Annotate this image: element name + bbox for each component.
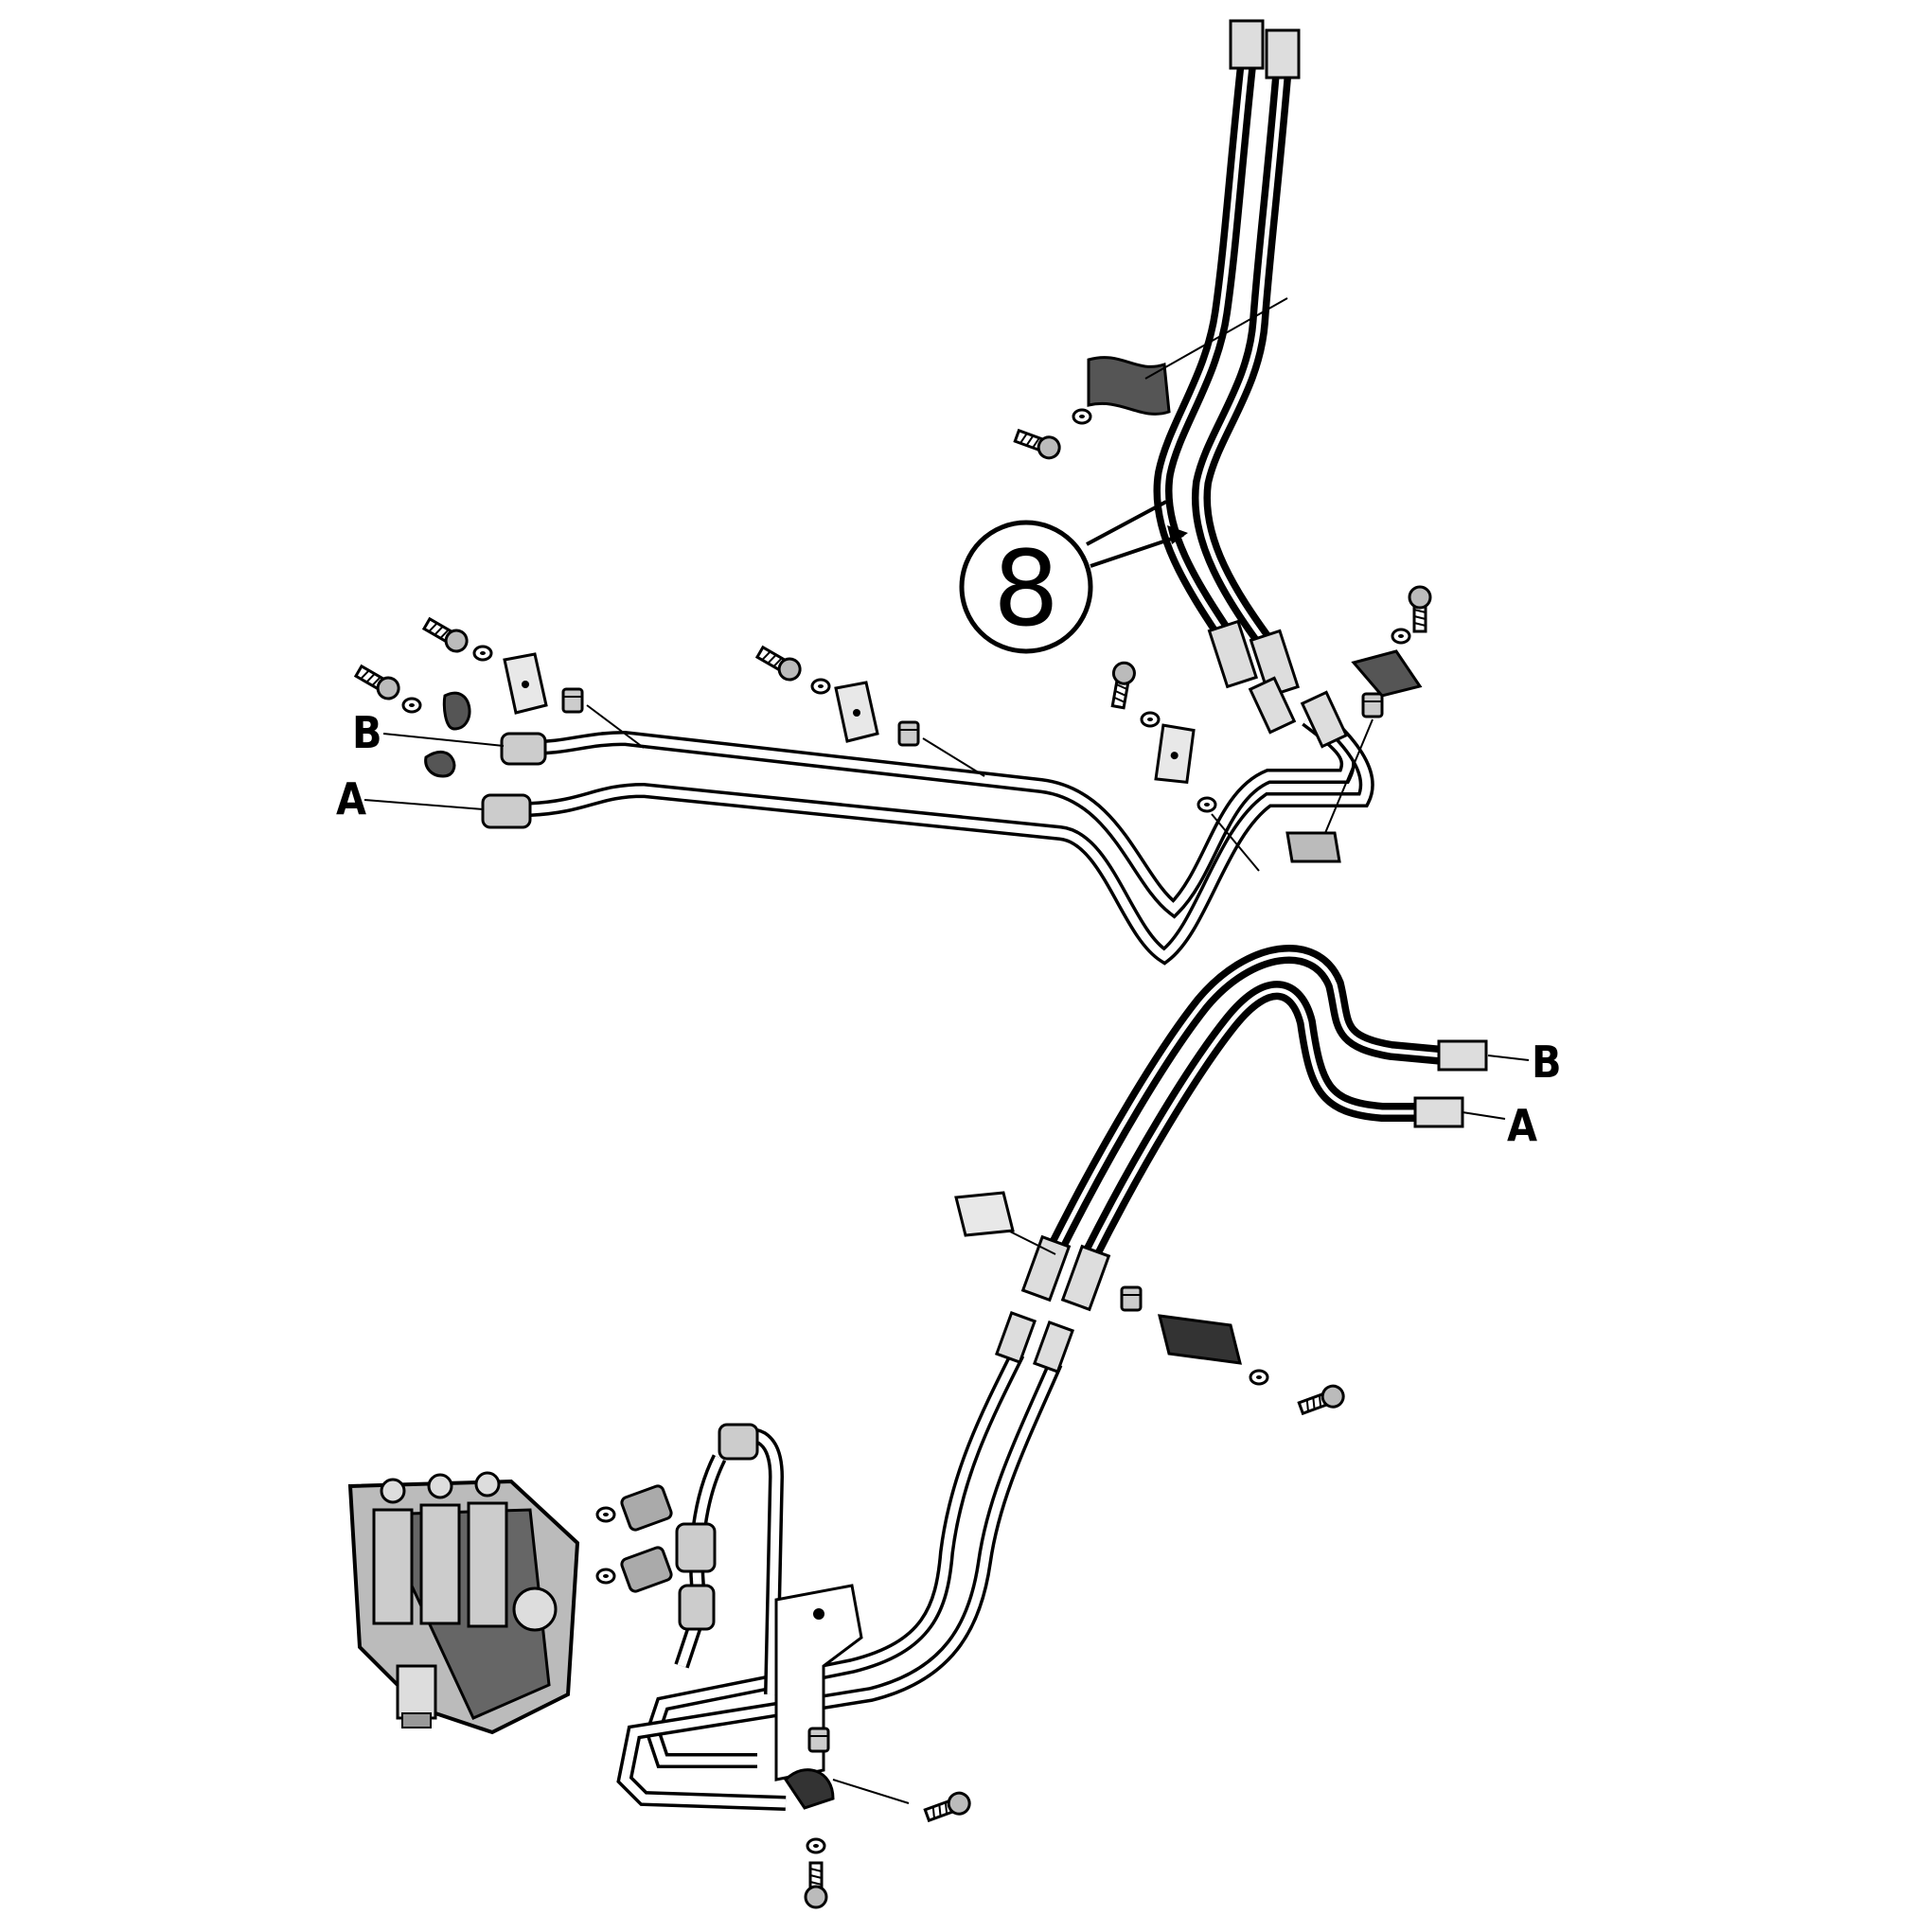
bolt-icon xyxy=(753,641,806,685)
adapter-icon xyxy=(620,1546,673,1593)
clamp-icon xyxy=(834,681,879,743)
clip-bracket-upper xyxy=(1012,297,1288,463)
washer-icon xyxy=(1249,1369,1269,1386)
elbow-icon xyxy=(675,1522,717,1573)
washer-icon xyxy=(595,1568,616,1585)
nut-icon xyxy=(1120,1285,1143,1312)
nut-icon xyxy=(561,687,584,714)
clamp-icon xyxy=(1158,1314,1242,1365)
bolt-icon xyxy=(351,660,404,704)
svg-text:B: B xyxy=(1532,1037,1562,1088)
clamp-icon xyxy=(424,750,456,778)
bolt-icon xyxy=(1106,659,1138,711)
bolt-icon xyxy=(1012,424,1064,463)
clamp-set-right xyxy=(1106,585,1432,872)
hose-fitting-icon xyxy=(718,1423,759,1461)
hose-fitting-icon xyxy=(500,732,547,766)
washer-icon xyxy=(1140,711,1161,728)
clip-bracket-lower xyxy=(954,1191,1348,1420)
lower-hose-pair xyxy=(1020,945,1488,1312)
nut-icon xyxy=(1361,692,1384,718)
svg-text:A: A xyxy=(336,773,366,824)
control-valve-icon xyxy=(347,1471,580,1735)
clamp-icon xyxy=(1143,718,1206,791)
bolt-icon xyxy=(922,1788,974,1827)
washer-icon xyxy=(1196,796,1217,813)
washer-icon xyxy=(1072,408,1092,425)
bolt-icon xyxy=(1296,1381,1348,1420)
part-callout-8: 8 xyxy=(959,500,1188,654)
svg-text:A: A xyxy=(1507,1100,1537,1151)
label-lower-b: B xyxy=(1487,1037,1562,1088)
label-upper-b: B xyxy=(352,707,505,758)
bolt-icon xyxy=(804,1861,828,1909)
label-lower-a: A xyxy=(1462,1100,1537,1151)
clamp-icon xyxy=(784,1768,835,1810)
washer-icon xyxy=(810,678,831,695)
washer-icon xyxy=(595,1506,616,1523)
washer-icon xyxy=(472,645,493,662)
hose-fitting-icon xyxy=(678,1584,716,1631)
callout-number: 8 xyxy=(993,528,1059,649)
upper-steel-pipes xyxy=(481,676,1374,966)
washer-icon xyxy=(806,1837,826,1854)
label-upper-a: A xyxy=(336,773,484,824)
nut-icon xyxy=(897,720,920,747)
clamp-icon xyxy=(442,691,471,731)
upper-hose-pair xyxy=(1153,19,1301,699)
clamp-icon xyxy=(1351,649,1423,698)
mounting-bracket xyxy=(774,1584,974,1909)
bolt-icon xyxy=(419,612,472,657)
svg-text:B: B xyxy=(352,707,382,758)
hose-fitting-icon xyxy=(481,793,532,829)
valve-adapters xyxy=(595,1484,717,1593)
adapter-icon xyxy=(620,1484,673,1532)
block-icon xyxy=(1285,831,1341,863)
washer-icon xyxy=(401,697,422,714)
nut-icon xyxy=(807,1727,830,1753)
washer-icon xyxy=(1391,628,1411,645)
clamp-set-middle xyxy=(753,641,985,777)
bolt-icon xyxy=(1408,585,1432,633)
clamp-icon xyxy=(503,652,548,715)
clamp-set-left xyxy=(351,612,645,778)
